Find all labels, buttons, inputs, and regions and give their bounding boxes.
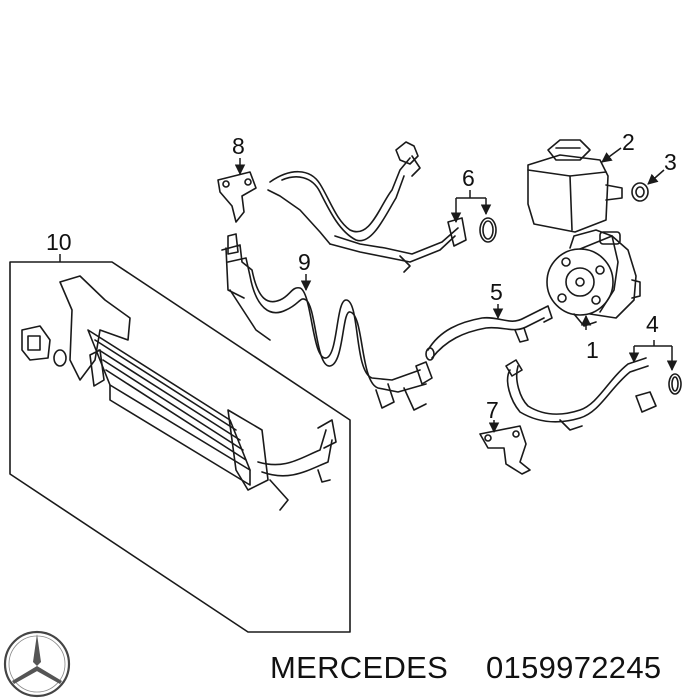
pressure-hose <box>267 141 467 273</box>
small-bracket <box>479 425 531 475</box>
callout-5: 5 <box>490 279 503 305</box>
callout-9: 9 <box>298 249 311 275</box>
cooling-coil-hose <box>221 233 433 411</box>
o-ring-6 <box>479 217 497 243</box>
reservoir-seal <box>631 182 649 202</box>
callout-3: 3 <box>664 149 677 175</box>
callout-10: 10 <box>46 229 72 255</box>
callout-4: 4 <box>646 311 659 337</box>
brand-name: MERCEDES <box>270 650 448 685</box>
callouts: 1 2 3 4 5 6 7 8 9 10 <box>46 129 678 434</box>
power-steering-pump <box>546 229 641 327</box>
callout-1: 1 <box>586 337 599 363</box>
mercedes-star-logo-icon <box>3 630 71 698</box>
cooler-box-outline <box>9 261 351 633</box>
callout-6: 6 <box>462 165 475 191</box>
pressure-line <box>505 357 682 431</box>
callout-7: 7 <box>486 397 499 423</box>
return-hose <box>425 305 553 361</box>
callout-2: 2 <box>622 129 635 155</box>
fluid-reservoir <box>527 139 623 233</box>
callout-8: 8 <box>232 133 245 159</box>
part-number: 0159972245 <box>486 650 661 685</box>
oil-cooler-assembly <box>9 261 351 633</box>
hose-bracket <box>217 171 257 223</box>
